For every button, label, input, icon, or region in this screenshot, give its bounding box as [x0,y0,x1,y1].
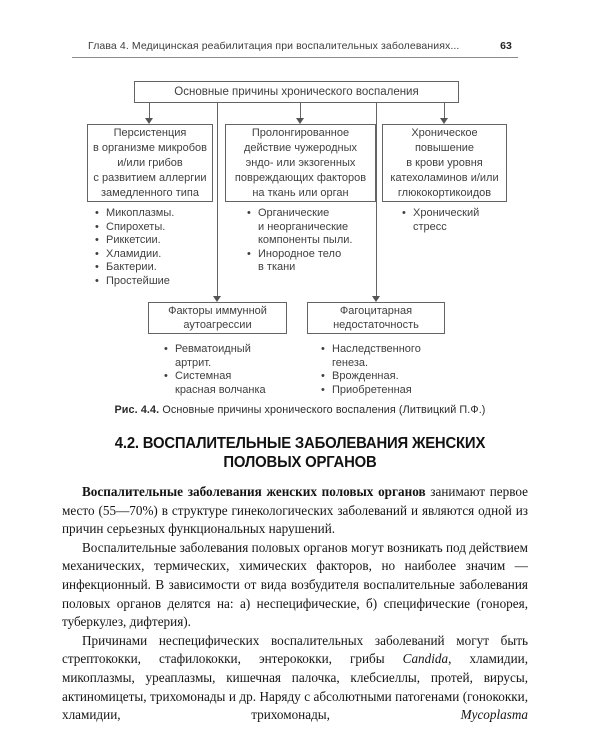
connector-line [376,103,377,296]
list-item: Врожденная. [321,370,456,384]
paragraph-3-mid: , хламидии, микоплазмы, уреаплазмы, кише… [62,651,528,723]
italic-term-candida: Candida [402,651,449,667]
branch-box-prolonged-action: Пролонгированное действие чужеродных энд… [225,124,376,202]
caption-label: Рис. 4.4. [114,404,160,416]
list-item: Бактерии. [95,261,220,275]
list-item: Хронический стресс [402,207,512,234]
paragraph-3: Причинами неспецифических воспалительных… [62,632,528,725]
list-item: Микоплазмы. [95,207,220,221]
paragraph-1: Воспалительные заболевания женских полов… [62,483,528,539]
body-text: Воспалительные заболевания женских полов… [62,483,528,725]
arrow-down-icon [296,118,304,124]
page-number: 63 [500,40,512,52]
branch-box-chronic-elevation: Хроническое повышение в крови уровня кат… [382,124,507,202]
bullet-list-stress: Хронический стресс [402,207,512,234]
bullet-list-phagocytic: Наследственного генеза. Врожденная. Прио… [321,343,456,397]
list-item: Приобретенная [321,384,456,398]
list-item: Хламидии. [95,248,220,262]
bullet-list-factors: Органические и неорганические компоненты… [247,207,372,275]
sub-box-immune-autoaggression: Факторы иммунной аутоагрессии [148,302,287,334]
section-heading: 4.2. ВОСПАЛИТЕЛЬНЫЕ ЗАБОЛЕВАНИЯ ЖЕНСКИХ … [114,435,486,471]
arrow-down-icon [145,118,153,124]
paragraph-1-rest: занимают пер­вое место (55—70%) в структ… [62,484,528,537]
italic-term-mycoplasma: Mycoplasma [460,707,528,723]
paragraph-3-start: Причинами неспецифических воспалительных… [62,632,528,667]
sub-box-phagocytic-insufficiency: Фагоцитарная недостаточность [307,302,445,334]
figure-caption: Рис. 4.4. Основные причины хронического … [0,404,600,416]
arrow-down-icon [213,296,221,302]
list-item: Органические и неорганические компоненты… [247,207,372,248]
caption-text: Основные причины хронического воспаления… [159,404,486,416]
header-rule [72,57,518,58]
list-item: Простейшие [95,275,220,289]
arrow-down-icon [440,118,448,124]
bold-lead: Воспалительные заболевания женских полов… [82,484,426,499]
bullet-list-microbes: Микоплазмы. Спирохеты. Риккетсии. Хламид… [95,207,220,289]
list-item: Спирохеты. [95,221,220,235]
connector-line [300,103,301,118]
list-item: Риккетсии. [95,234,220,248]
list-item: Наследственного генеза. [321,343,456,370]
list-item: Системная красная волчанка [164,370,292,397]
connector-line [217,103,218,296]
connector-line [444,103,445,118]
list-item: Инородное тело в ткани [247,248,372,275]
bullet-list-autoimmune: Ревматоидный артрит. Системная красная в… [164,343,292,397]
paragraph-2: Воспалительные заболевания половых орган… [62,539,528,630]
list-item: Ревматоидный артрит. [164,343,292,370]
arrow-down-icon [372,296,380,302]
flowchart-root-box: Основные причины хронического воспаления [134,81,459,103]
running-title: Глава 4. Медицинская реабилитация при во… [88,40,460,52]
connector-line [149,103,150,118]
branch-box-persistence: Персистенция в организме микробов и/или … [87,124,213,202]
page-header: Глава 4. Медицинская реабилитация при во… [88,40,512,52]
